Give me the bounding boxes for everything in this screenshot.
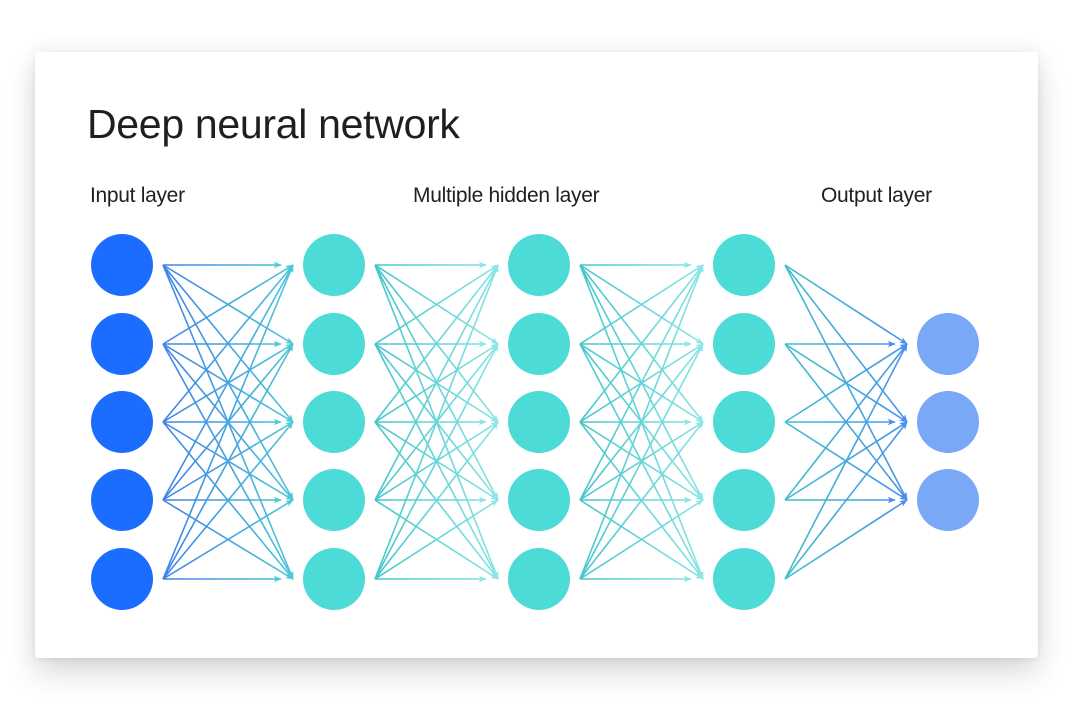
connection-arrow [374, 264, 499, 423]
hidden-2-node [508, 391, 570, 453]
output-node [917, 313, 979, 375]
connection-arrow [579, 264, 704, 423]
connection-arrow [784, 264, 908, 345]
input-node [91, 234, 153, 296]
input-node [91, 469, 153, 531]
connection-arrow [374, 499, 499, 580]
connection-arrow [579, 421, 704, 580]
connection-arrow [374, 264, 499, 345]
hidden-layer-label: Multiple hidden layer [413, 184, 600, 207]
hidden-1-node [303, 469, 365, 531]
connection-arrow [784, 343, 908, 501]
hidden-2-node [508, 548, 570, 610]
connection-arrow [579, 264, 704, 580]
input-node [91, 313, 153, 375]
diagram-title: Deep neural network [87, 101, 460, 147]
connection-arrow [162, 499, 294, 580]
connection-arrow [784, 421, 908, 580]
connection-arrow [579, 499, 704, 580]
nodes-group [91, 234, 979, 610]
connection-arrow [162, 264, 294, 345]
connection-arrow [162, 264, 294, 423]
connection-arrow [784, 343, 908, 580]
connection-arrow [374, 421, 499, 580]
hidden-3-node [713, 469, 775, 531]
hidden-3-node [713, 313, 775, 375]
connections-group [162, 261, 908, 583]
connection-arrow [162, 421, 294, 580]
connection-arrow [162, 264, 294, 580]
connection-arrow [579, 264, 704, 501]
connection-arrow [162, 264, 294, 501]
output-node [917, 391, 979, 453]
hidden-1-node [303, 234, 365, 296]
connection-arrow [784, 499, 908, 580]
connection-arrow [162, 343, 294, 580]
connection-arrow [374, 343, 499, 580]
hidden-1-node [303, 313, 365, 375]
connection-arrow [579, 264, 704, 345]
connection-arrow [579, 343, 704, 580]
connection-arrow [374, 264, 499, 580]
connection-arrow [784, 343, 908, 423]
input-node [91, 391, 153, 453]
output-layer-label: Output layer [821, 184, 932, 207]
input-node [91, 548, 153, 610]
hidden-1-node [303, 391, 365, 453]
hidden-2-node [508, 234, 570, 296]
hidden-1-node [303, 548, 365, 610]
hidden-2-node [508, 313, 570, 375]
connection-arrow [374, 264, 499, 501]
hidden-3-node [713, 391, 775, 453]
hidden-3-node [713, 234, 775, 296]
output-node [917, 469, 979, 531]
hidden-3-node [713, 548, 775, 610]
input-layer-label: Input layer [90, 184, 185, 207]
hidden-2-node [508, 469, 570, 531]
